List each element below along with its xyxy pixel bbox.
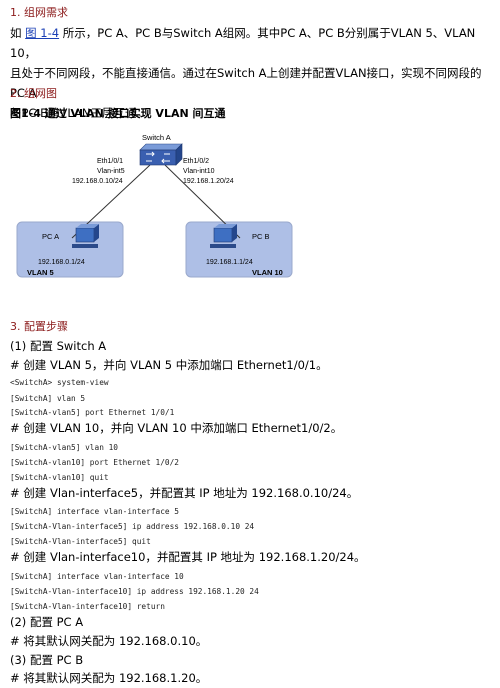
- vlan5-label: VLAN 5: [27, 268, 54, 277]
- left-vlanif-label: Vlan-int5: [97, 168, 125, 175]
- pc-b-label: PC B: [252, 232, 270, 241]
- comment-5: # 将其默认网关配为 192.168.0.10。: [10, 634, 208, 648]
- code-line: [SwitchA-vlan5] port Ethernet 1/0/1: [10, 408, 175, 417]
- pc-a-icon: [72, 224, 99, 248]
- code-line: [SwitchA] interface vlan-interface 10: [10, 572, 184, 581]
- pc-a-ip: 192.168.0.1/24: [38, 259, 85, 266]
- switch-icon: [139, 143, 183, 166]
- code-line: [SwitchA-vlan5] vlan 10: [10, 443, 118, 452]
- comment-4: # 创建 Vlan-interface10，并配置其 IP 地址为 192.16…: [10, 550, 366, 564]
- section-heading-steps: 3. 配置步骤: [10, 320, 68, 333]
- code-line: [SwitchA-Vlan-interface10] ip address 19…: [10, 587, 259, 596]
- left-ip-label: 192.168.0.10/24: [72, 178, 123, 185]
- section-heading-requirements: 1. 组网需求: [10, 6, 68, 19]
- comment-1: # 创建 VLAN 5，并向 VLAN 5 中添加端口 Ethernet1/0/…: [10, 358, 328, 372]
- figure-link[interactable]: 图 1-4: [25, 26, 60, 40]
- code-line: [SwitchA-vlan10] port Ethernet 1/0/2: [10, 458, 179, 467]
- right-port-label: Eth1/0/2: [183, 158, 209, 165]
- figure-caption: 图1-4 通过 VLAN 接口实现 VLAN 间互通: [10, 107, 226, 120]
- vlan10-label: VLAN 10: [252, 268, 283, 277]
- switch-label: Switch A: [142, 133, 171, 142]
- step3-label: (3) 配置 PC B: [10, 653, 84, 667]
- code-line: <SwitchA> system-view: [10, 378, 109, 387]
- code-line: [SwitchA-Vlan-interface5] quit: [10, 537, 151, 546]
- comment-6: # 将其默认网关配为 192.168.1.20。: [10, 671, 208, 685]
- line3-text: 与PC B跨VLAN三层互通。: [10, 106, 149, 120]
- step1-label: (1) 配置 Switch A: [10, 339, 107, 353]
- code-line: [SwitchA-Vlan-interface10] return: [10, 602, 165, 611]
- left-port-label: Eth1/0/1: [97, 158, 123, 165]
- comment-3: # 创建 Vlan-interface5，并配置其 IP 地址为 192.168…: [10, 486, 359, 500]
- pc-b-icon: [210, 224, 237, 248]
- requirements-paragraph: 如 图 1-4 所示，PC A、PC B与Switch A组网。其中PC A、P…: [10, 23, 492, 123]
- right-vlanif-label: Vlan-int10: [183, 168, 215, 175]
- line2-text: 且处于不同网段，不能直接通信。通过在Switch A上创建并配置VLAN接口，实…: [10, 66, 482, 100]
- pc-a-label: PC A: [42, 232, 59, 241]
- network-diagram: Switch A Eth1/0/1 Vlan-int5 192.168.0.10…: [16, 133, 293, 278]
- code-line: [SwitchA] interface vlan-interface 5: [10, 507, 179, 516]
- vlan10-area: [185, 221, 293, 278]
- pc-b-ip: 192.168.1.1/24: [206, 259, 253, 266]
- section-heading-topology: 2. 组网图: [10, 87, 57, 100]
- comment-2: # 创建 VLAN 10，并向 VLAN 10 中添加端口 Ethernet1/…: [10, 421, 343, 435]
- step2-label: (2) 配置 PC A: [10, 615, 84, 629]
- code-line: [SwitchA] vlan 5: [10, 394, 86, 403]
- code-line: [SwitchA-vlan10] quit: [10, 473, 109, 482]
- lead-text: 如: [10, 26, 26, 40]
- code-line: [SwitchA-Vlan-interface5] ip address 192…: [10, 522, 255, 531]
- right-ip-label: 192.168.1.20/24: [183, 178, 234, 185]
- line1-text: 所示，PC A、PC B与Switch A组网。其中PC A、PC B分别属于V…: [10, 26, 476, 60]
